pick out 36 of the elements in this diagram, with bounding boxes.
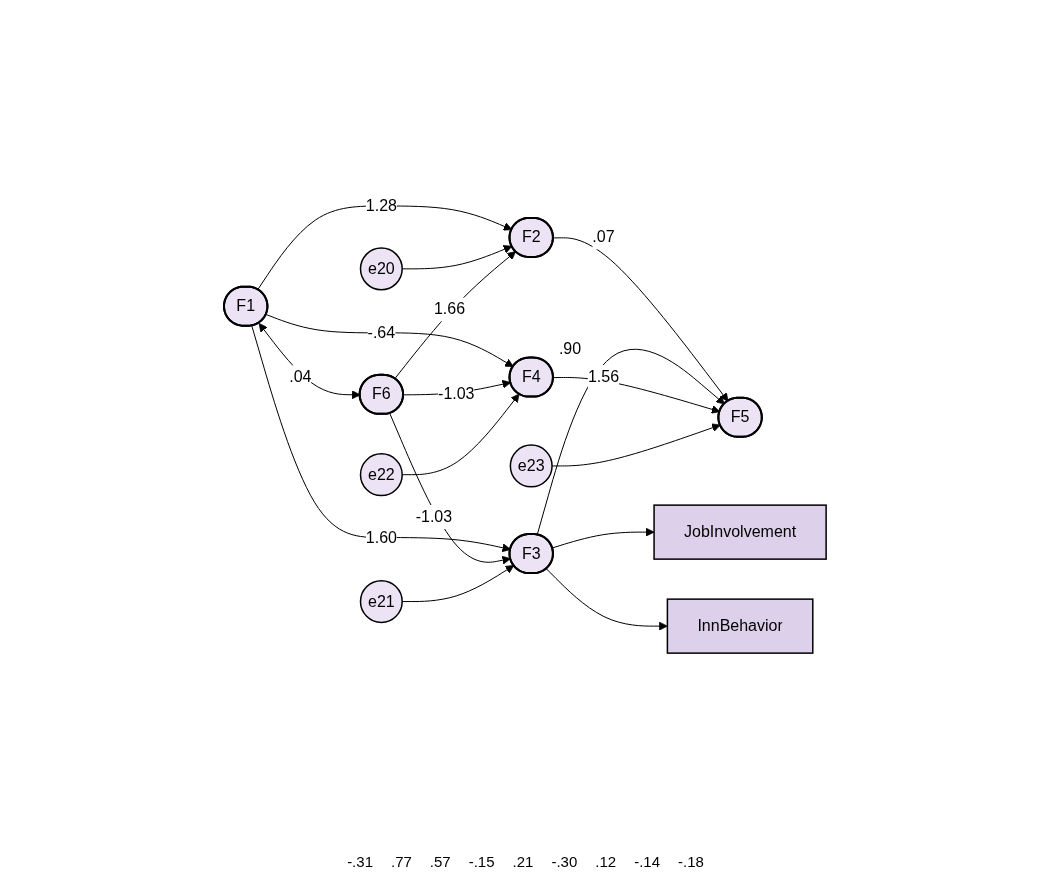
coefficient-label: .57 xyxy=(429,853,451,870)
coefficient-label: .12 xyxy=(595,853,617,870)
arrow xyxy=(553,237,729,402)
edge-label: .07 xyxy=(592,228,616,246)
arrow xyxy=(394,251,517,380)
coefficient-label: -.18 xyxy=(678,853,704,870)
edge-label: 1.28 xyxy=(366,196,398,214)
arrow xyxy=(402,393,520,476)
arrow xyxy=(402,245,513,270)
node-circle: e23 xyxy=(510,444,554,488)
arrow xyxy=(259,323,361,400)
arrow xyxy=(402,565,515,602)
coefficient-label: -.30 xyxy=(551,853,578,870)
coefficient-label: -.14 xyxy=(634,853,660,870)
node-circle: e22 xyxy=(360,453,404,497)
edge-label: -1.03 xyxy=(438,385,475,403)
coefficient-label: .21 xyxy=(512,853,534,870)
arrow xyxy=(552,423,722,467)
coefficient-label: -.31 xyxy=(347,853,373,870)
node-box: InnBehavior xyxy=(667,598,814,654)
edge-label: .04 xyxy=(289,368,312,386)
node-circle: e21 xyxy=(360,579,404,624)
edge-label: -1.03 xyxy=(416,507,453,525)
coefficient-label: .77 xyxy=(391,853,412,870)
node-box: JobInvolvement xyxy=(653,504,828,560)
edge-label: 1.60 xyxy=(366,528,398,546)
squared-correlation-label: .90 xyxy=(559,339,582,357)
edge-label: 1.56 xyxy=(588,368,620,386)
coefficient-label: -.15 xyxy=(468,853,495,870)
arrow xyxy=(389,412,512,565)
edge-label: 1.66 xyxy=(434,300,466,318)
arrow xyxy=(266,314,515,368)
arrow xyxy=(537,348,726,536)
node-circle: e20 xyxy=(360,247,404,291)
edge-label: -.64 xyxy=(368,323,396,341)
arrow xyxy=(552,527,655,549)
